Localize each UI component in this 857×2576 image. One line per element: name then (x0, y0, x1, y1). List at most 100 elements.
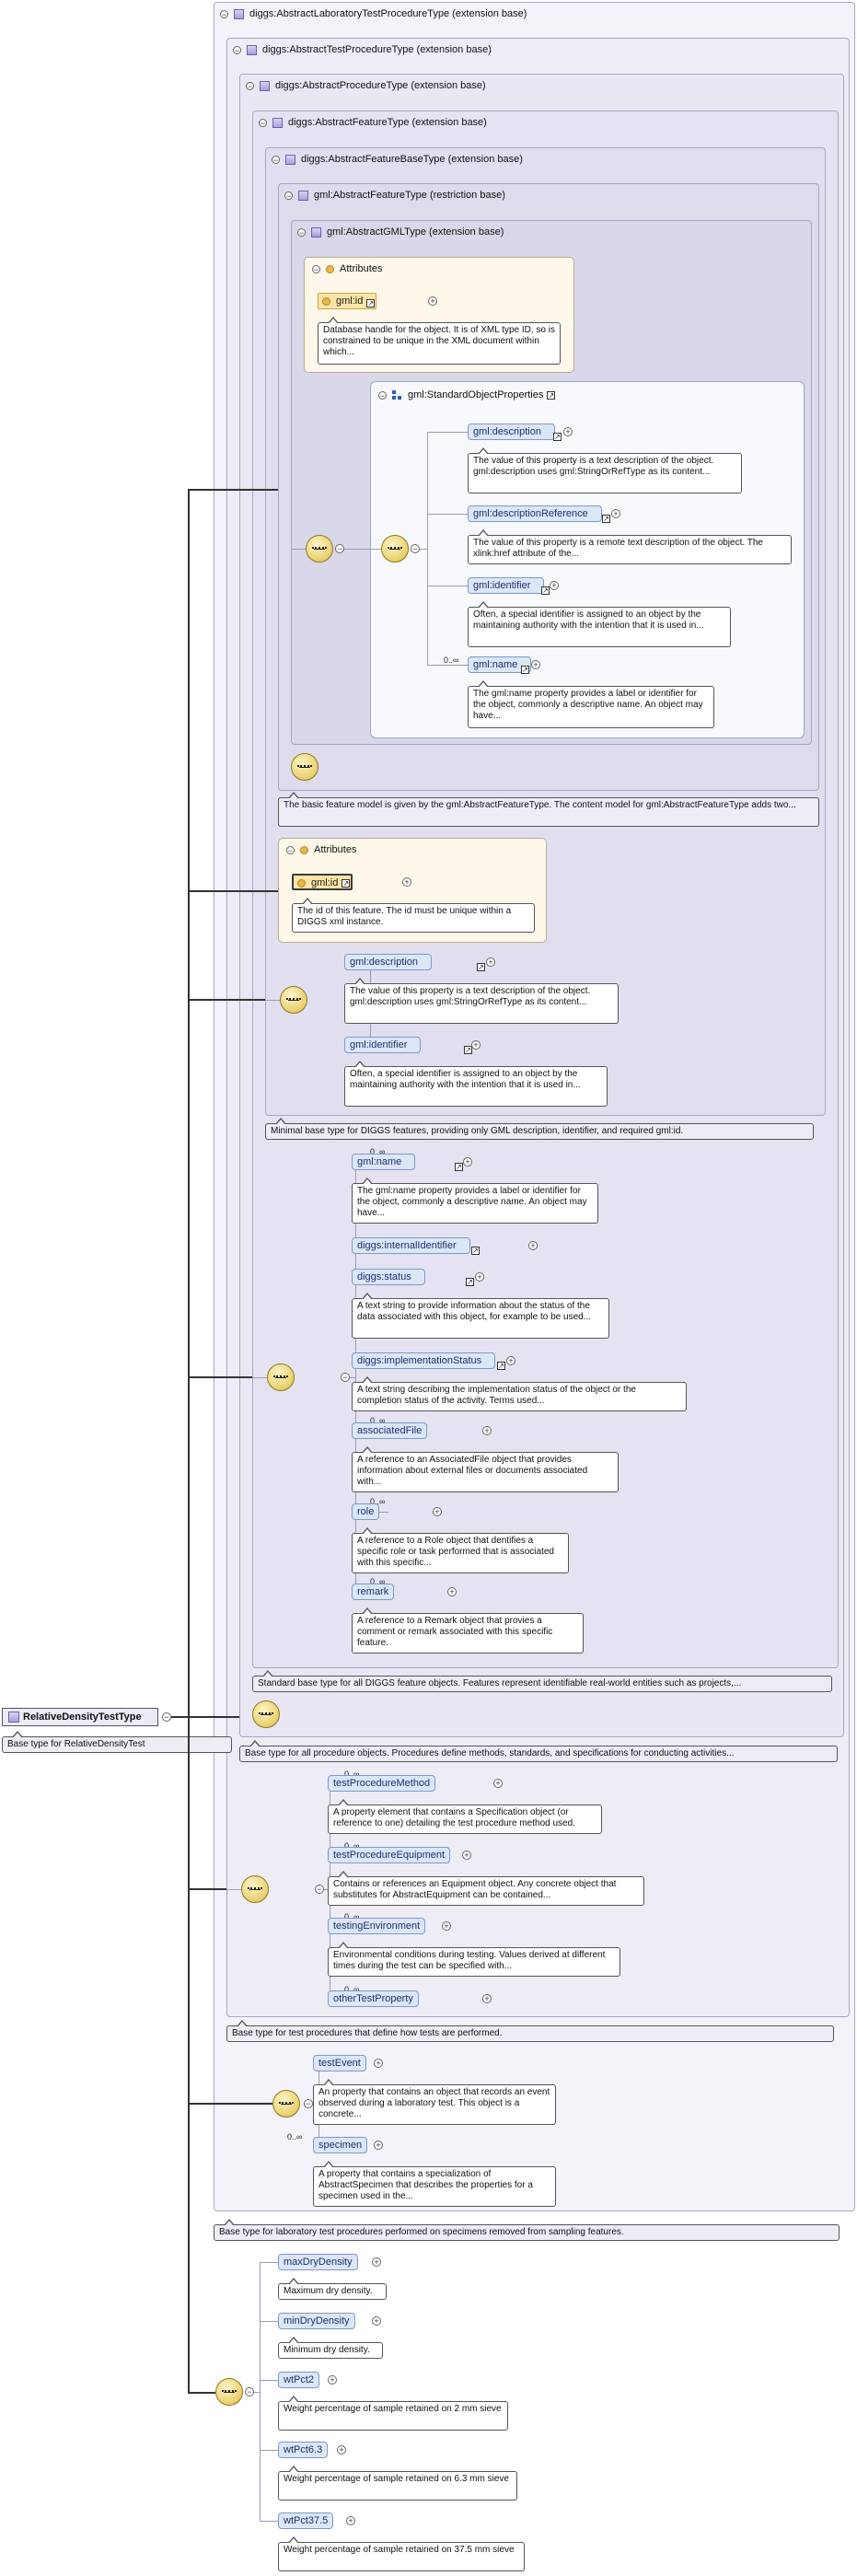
link-arrow-icon[interactable]: ↗ (342, 879, 351, 888)
expand-icon[interactable]: + (482, 1426, 492, 1435)
collapse-icon[interactable]: − (315, 1885, 324, 1894)
sequence-icon (306, 535, 333, 563)
element-wtpct37-5[interactable]: wtPct37.5 (278, 2512, 334, 2529)
element-testing-environment[interactable]: testingEnvironment (328, 1918, 426, 1934)
collapse-toggle[interactable]: − (246, 81, 254, 91)
collapse-icon[interactable]: − (245, 2387, 254, 2396)
element-other-test-property[interactable]: otherTestProperty (328, 1990, 419, 2007)
element-doc: The gml:name property provides a label o… (352, 1178, 598, 1224)
attribute-gml-id[interactable]: gml:id↗ (292, 874, 353, 890)
type-doc: Base type for test procedures that defin… (226, 2020, 834, 2042)
cardinality: 0..∞ (444, 656, 459, 665)
link-arrow-icon[interactable]: ↗ (471, 1247, 480, 1255)
link-arrow-icon[interactable]: ↗ (547, 391, 556, 400)
collapse-toggle[interactable]: − (284, 191, 293, 201)
expand-icon[interactable]: + (372, 2316, 381, 2326)
collapse-toggle[interactable]: − (297, 227, 306, 238)
element-gml-description-reference[interactable]: gml:descriptionReference (468, 505, 602, 522)
expand-icon[interactable]: + (531, 660, 540, 669)
element-gml-name[interactable]: gml:name (468, 656, 532, 673)
link-arrow-icon[interactable]: ↗ (602, 515, 610, 523)
expand-icon[interactable]: + (486, 957, 495, 967)
element-wtpct6-3[interactable]: wtPct6.3 (278, 2442, 329, 2458)
expand-icon[interactable]: + (402, 877, 411, 887)
element-gml-description[interactable]: gml:description (468, 424, 555, 440)
link-arrow-icon[interactable]: ↗ (521, 666, 529, 674)
collapse-icon[interactable]: − (335, 544, 344, 553)
expand-icon[interactable]: + (433, 1507, 442, 1516)
link-arrow-icon[interactable]: ↗ (497, 1362, 505, 1370)
expand-icon[interactable]: + (482, 1994, 492, 2003)
link-arrow-icon[interactable]: ↗ (366, 299, 376, 307)
collapse-toggle[interactable]: − (378, 390, 387, 400)
link-arrow-icon[interactable]: ↗ (541, 586, 550, 595)
expand-icon[interactable]: + (611, 509, 620, 518)
attributes-box: −Attributes gml:id↗ + The id of this fea… (278, 838, 547, 943)
expand-icon[interactable]: + (372, 2257, 381, 2267)
root-type-relative-density[interactable]: RelativeDensityTestType (2, 1708, 158, 1726)
expand-icon[interactable]: + (528, 1241, 538, 1250)
expand-icon[interactable]: + (471, 1040, 481, 1050)
element-test-procedure-equipment[interactable]: testProcedureEquipment (328, 1847, 451, 1863)
expand-icon[interactable]: + (447, 1587, 457, 1596)
collapse-icon[interactable]: − (341, 1373, 350, 1382)
expand-icon[interactable]: + (337, 2445, 346, 2454)
expand-icon[interactable]: + (374, 2141, 383, 2150)
element-wtpct2[interactable]: wtPct2 (278, 2372, 320, 2388)
expand-icon[interactable]: + (563, 427, 573, 436)
link-arrow-icon[interactable]: ↗ (553, 433, 562, 441)
cardinality: 0..∞ (344, 1841, 360, 1851)
element-test-event[interactable]: testEvent (313, 2055, 366, 2071)
element-specimen[interactable]: specimen (313, 2137, 368, 2153)
attributes-icon (300, 845, 308, 854)
collapse-toggle[interactable]: − (259, 118, 267, 128)
element-role[interactable]: role (352, 1503, 380, 1520)
collapse-toggle[interactable]: − (312, 264, 320, 274)
cardinality: 0..∞ (370, 1416, 386, 1425)
element-doc: A reference to an AssociatedFile object … (352, 1446, 619, 1492)
collapse-toggle[interactable]: − (272, 155, 280, 165)
expand-icon[interactable]: + (506, 1356, 515, 1365)
element-gml-identifier[interactable]: gml:identifier (344, 1037, 422, 1053)
expand-icon[interactable]: + (493, 1779, 503, 1788)
expand-icon[interactable]: + (550, 581, 559, 590)
link-arrow-icon[interactable]: ↗ (466, 1278, 474, 1286)
element-gml-identifier[interactable]: gml:identifier (468, 577, 545, 594)
collapse-toggle[interactable]: − (233, 45, 241, 55)
element-gml-name[interactable]: gml:name (352, 1154, 416, 1170)
element-remark[interactable]: remark (352, 1584, 395, 1600)
element-doc: The gml:name property provides a label o… (468, 680, 714, 728)
element-doc: Environmental conditions during testing.… (328, 1942, 620, 1977)
link-arrow-icon[interactable]: ↗ (477, 963, 485, 971)
collapse-icon[interactable]: − (162, 1712, 171, 1722)
element-test-procedure-method[interactable]: testProcedureMethod (328, 1775, 436, 1792)
expand-icon[interactable]: + (462, 1851, 471, 1860)
expand-icon[interactable]: + (442, 1921, 451, 1931)
complex-type-icon (285, 154, 295, 165)
expand-icon[interactable]: + (328, 2375, 337, 2385)
expand-icon[interactable]: + (463, 1157, 472, 1166)
box-title: diggs:AbstractFeatureBaseType (extension… (301, 154, 523, 165)
box-title: diggs:AbstractFeatureType (extension bas… (288, 117, 487, 128)
expand-icon[interactable]: + (374, 2059, 383, 2068)
collapse-icon[interactable]: − (411, 544, 420, 553)
element-diggs-implementation-status[interactable]: diggs:implementationStatus (352, 1352, 496, 1369)
collapse-toggle[interactable]: − (220, 9, 228, 19)
element-diggs-status[interactable]: diggs:status (352, 1269, 425, 1285)
element-diggs-internal-identifier[interactable]: diggs:internalIdentifier (352, 1237, 470, 1254)
attribute-gml-id[interactable]: gml:id↗ (318, 293, 377, 309)
attribute-label: gml:id (336, 296, 364, 307)
element-associated-file[interactable]: associatedFile (352, 1422, 428, 1439)
element-max-dry-density[interactable]: maxDryDensity (278, 2254, 358, 2270)
link-arrow-icon[interactable]: ↗ (464, 1046, 472, 1054)
complex-type-icon (234, 8, 244, 19)
expand-icon[interactable]: + (428, 296, 437, 306)
collapse-icon[interactable]: − (304, 2099, 313, 2108)
link-arrow-icon[interactable]: ↗ (455, 1163, 463, 1171)
element-gml-description[interactable]: gml:description (344, 954, 432, 970)
expand-icon[interactable]: + (475, 1272, 484, 1282)
sequence-icon (280, 986, 307, 1014)
expand-icon[interactable]: + (346, 2516, 355, 2525)
element-min-dry-density[interactable]: minDryDensity (278, 2313, 355, 2329)
collapse-toggle[interactable]: − (286, 845, 295, 855)
